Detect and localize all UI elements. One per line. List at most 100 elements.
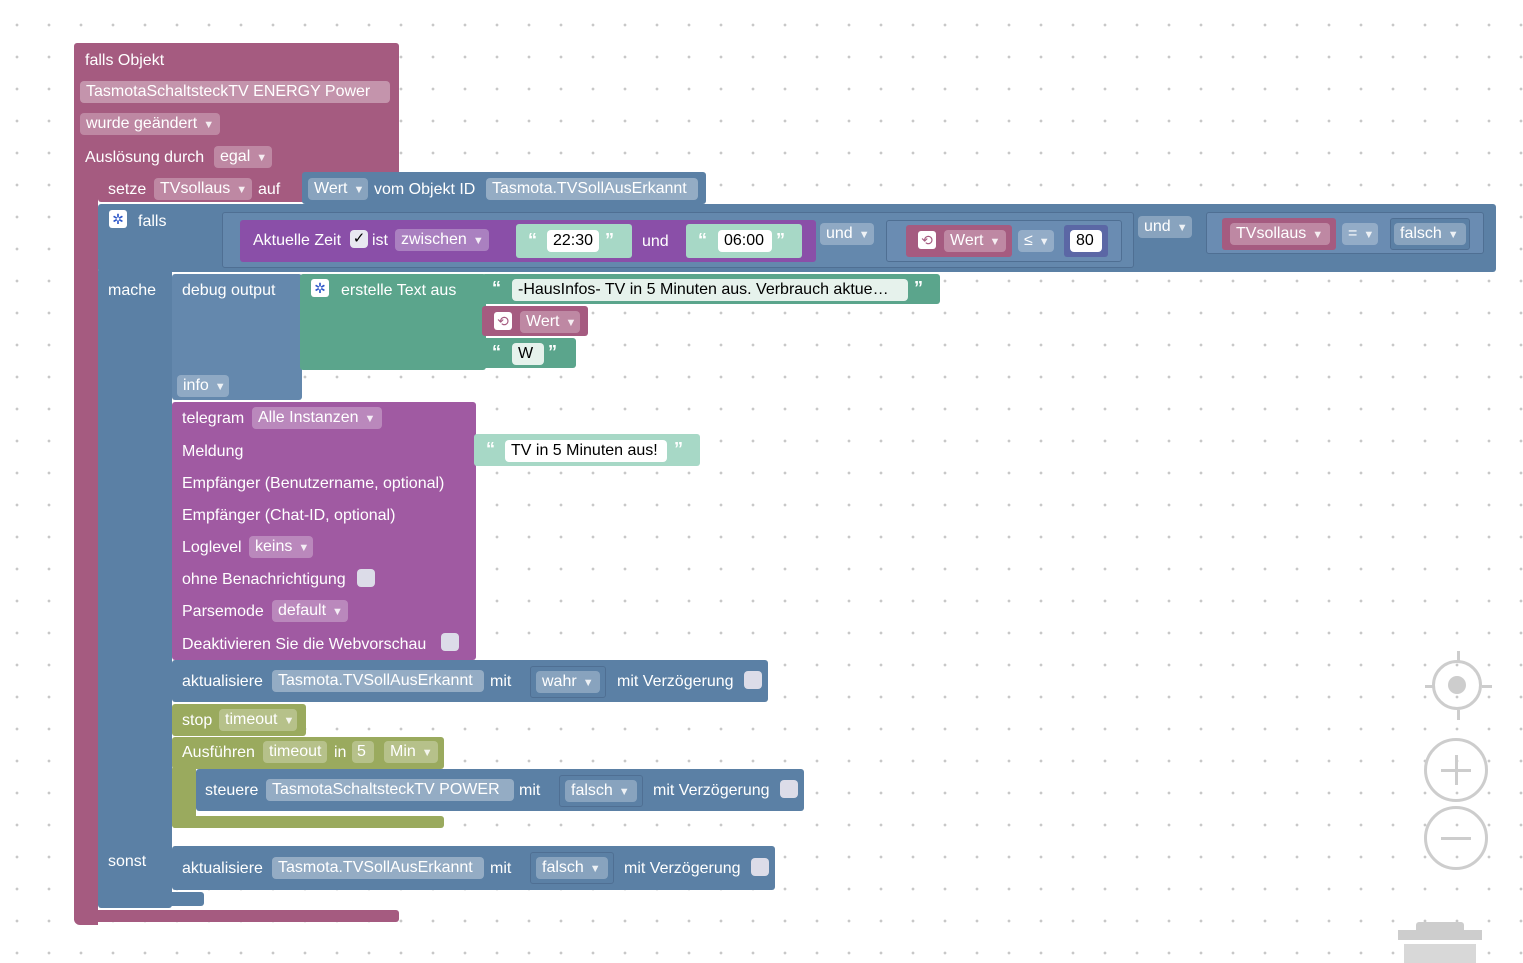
compare-value-field[interactable]: 80	[1070, 230, 1102, 252]
chevron-down-icon: ▼	[618, 786, 630, 798]
chevron-down-icon: ▼	[858, 229, 870, 241]
open-quote-icon: “	[492, 278, 501, 298]
text1-field[interactable]: -HausInfos- TV in 5 Minuten aus. Verbrau…	[512, 279, 908, 301]
start-time-field[interactable]: 22:30	[547, 230, 599, 252]
if-block-footer	[98, 892, 204, 906]
chevron-down-icon: ▼	[582, 677, 594, 689]
silent-label: ohne Benachrichtigung	[182, 571, 346, 588]
set-object-id[interactable]: Tasmota.TVSollAusErkannt	[486, 178, 698, 200]
close-quote-icon: ”	[914, 278, 923, 298]
value-dropdown[interactable]: Wert▼	[944, 230, 1006, 252]
control-value-dropdown[interactable]: falsch▼	[565, 780, 637, 802]
gear-icon[interactable]: ✲	[311, 279, 329, 297]
parse-dropdown[interactable]: default▼	[272, 600, 348, 622]
update1-value-block[interactable]	[530, 666, 606, 698]
open-quote-icon: “	[492, 342, 501, 362]
control-delay-checkbox[interactable]	[780, 780, 798, 798]
trigger-by-dropdown[interactable]: egal▼	[214, 146, 272, 168]
trigger-by-label: Auslösung durch	[85, 149, 205, 166]
update1-delay-checkbox[interactable]	[744, 671, 762, 689]
var2-dropdown[interactable]: TVsollaus▼	[1230, 223, 1330, 245]
text2-dropdown[interactable]: Wert▼	[520, 311, 580, 333]
logic-and-dropdown-2[interactable]: und▼	[1138, 216, 1192, 238]
bool-dropdown[interactable]: falsch▼	[1394, 223, 1466, 245]
update-block-2[interactable]	[172, 846, 775, 890]
bool-block[interactable]	[1390, 218, 1470, 250]
stop-timeout-dropdown[interactable]: timeout▼	[219, 709, 297, 731]
set-var-dropdown[interactable]: TVsollaus▼	[154, 178, 252, 200]
time-checkbox[interactable]: ✓	[350, 230, 368, 248]
gear-icon[interactable]: ✲	[109, 210, 127, 228]
set-label: setze	[108, 181, 147, 198]
chevron-down-icon: ▼	[236, 184, 248, 196]
chevron-down-icon: ▼	[214, 381, 226, 393]
compare-op-dropdown[interactable]: ≤▼	[1018, 230, 1054, 252]
run-timeout-name[interactable]: timeout	[263, 741, 327, 763]
trigger-object-id[interactable]: TasmotaSchaltsteckTV ENERGY Power	[80, 81, 390, 103]
update1-label: aktualisiere	[182, 673, 263, 690]
close-quote-icon: ”	[548, 342, 557, 362]
refresh-icon[interactable]: ⟲	[918, 231, 936, 249]
trigger-header: falls Objekt	[85, 52, 165, 69]
refresh-icon[interactable]: ⟲	[494, 312, 512, 330]
stop-timeout-block[interactable]	[172, 704, 306, 736]
equal-op-dropdown[interactable]: =▼	[1342, 223, 1378, 245]
zoom-out-icon[interactable]	[1424, 806, 1488, 870]
if-block-spine	[98, 268, 172, 908]
control-value-block[interactable]	[559, 775, 643, 807]
range-dropdown[interactable]: zwischen▼	[395, 229, 489, 251]
telegram-block[interactable]	[172, 402, 476, 660]
text-join-block[interactable]	[300, 274, 486, 370]
run-timeout-block[interactable]	[172, 737, 444, 769]
is-label: ist	[372, 232, 388, 249]
debug-output-block[interactable]	[172, 274, 302, 400]
chevron-down-icon: ▼	[589, 863, 601, 875]
update2-delay-checkbox[interactable]	[751, 858, 769, 876]
update2-delay-label: mit Verzögerung	[624, 860, 741, 877]
get-value-block[interactable]	[302, 172, 706, 204]
chevron-down-icon: ▼	[283, 715, 295, 727]
crosshair-icon[interactable]	[1425, 651, 1492, 720]
attr-dropdown[interactable]: Wert▼	[308, 178, 368, 200]
chevron-down-icon: ▼	[353, 184, 365, 196]
update2-object-id[interactable]: Tasmota.TVSollAusErkannt	[272, 857, 484, 879]
message-field[interactable]: TV in 5 Minuten aus!	[505, 440, 667, 462]
loglevel-dropdown[interactable]: keins▼	[249, 536, 313, 558]
set-variable-block[interactable]	[98, 172, 306, 202]
telegram-instance-dropdown[interactable]: Alle Instanzen▼	[252, 407, 382, 429]
update2-value-dropdown[interactable]: falsch▼	[536, 857, 608, 879]
trigger-block[interactable]	[74, 43, 399, 176]
message-label: Meldung	[182, 443, 244, 460]
logic-and-dropdown-1[interactable]: und▼	[820, 223, 874, 245]
run-unit-dropdown[interactable]: Min▼	[384, 741, 438, 763]
chevron-down-icon: ▼	[256, 152, 268, 164]
debug-label: debug output	[182, 282, 276, 299]
parse-label: Parsemode	[182, 603, 264, 620]
control-block[interactable]	[196, 769, 804, 811]
update1-object-id[interactable]: Tasmota.TVSollAusErkannt	[272, 670, 484, 692]
control-delay-label: mit Verzögerung	[653, 782, 770, 799]
chevron-down-icon: ▼	[1363, 229, 1375, 241]
silent-checkbox[interactable]	[357, 569, 375, 587]
run-label: Ausführen	[182, 744, 255, 761]
control-with-label: mit	[519, 782, 541, 799]
control-object-id[interactable]: TasmotaSchaltsteckTV POWER	[266, 779, 514, 801]
run-amount-field[interactable]: 5	[352, 741, 374, 763]
chevron-down-icon: ▼	[364, 413, 376, 425]
update2-value-block[interactable]	[530, 852, 614, 884]
current-time-label: Aktuelle Zeit	[253, 232, 342, 249]
loglevel-label: Loglevel	[182, 539, 242, 556]
zoom-in-icon[interactable]	[1424, 738, 1488, 802]
if-label: falls	[138, 213, 167, 230]
var2-block[interactable]	[1222, 218, 1336, 250]
trigger-condition-dropdown[interactable]: wurde geändert▼	[80, 113, 220, 135]
trash-icon[interactable]	[1398, 922, 1482, 963]
chevron-down-icon: ▼	[989, 236, 1001, 248]
end-time-field[interactable]: 06:00	[718, 230, 772, 252]
update1-value-dropdown[interactable]: wahr▼	[536, 671, 600, 693]
text3-field[interactable]: W	[512, 343, 544, 365]
run-in-label: in	[334, 744, 347, 761]
debug-level-dropdown[interactable]: info▼	[177, 375, 229, 397]
preview-checkbox[interactable]	[441, 633, 459, 651]
update-block-1[interactable]	[172, 660, 768, 702]
